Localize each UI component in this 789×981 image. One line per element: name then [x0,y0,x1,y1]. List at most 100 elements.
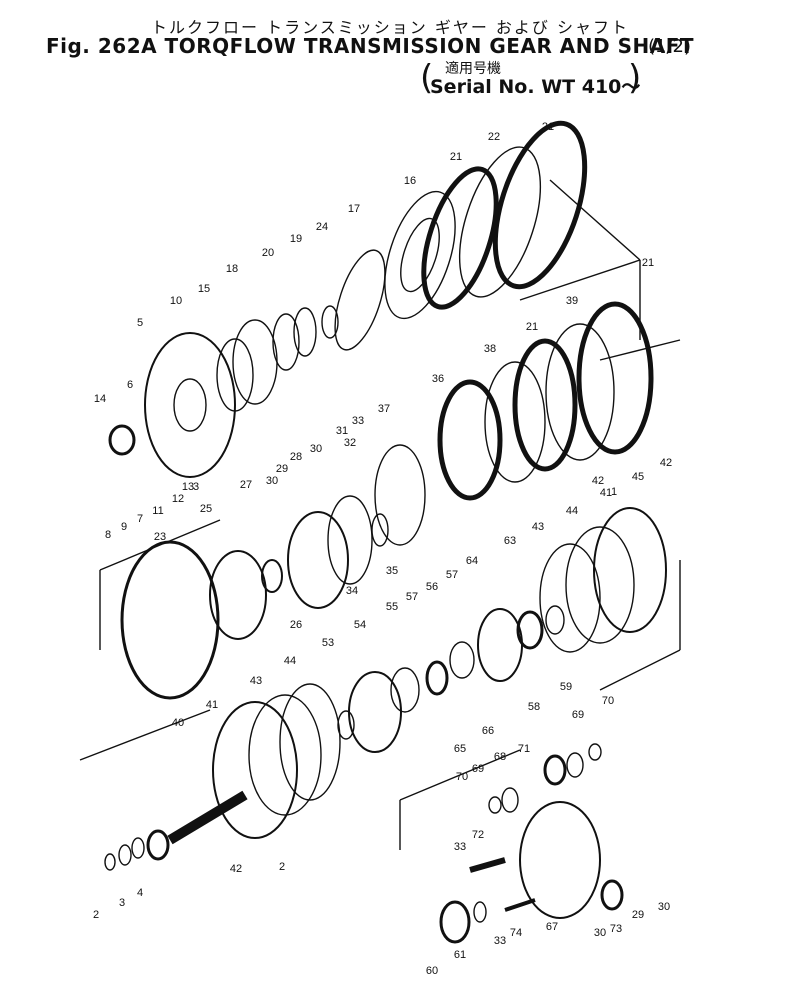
callout-1: 1 [611,486,617,498]
callout-60: 60 [426,965,438,977]
callout-43: 43 [250,675,262,687]
callout-71: 71 [518,743,530,755]
callout-39: 39 [566,295,578,307]
part-67-carrier [519,801,601,919]
callout-21-2: 21 [450,151,462,163]
callout-41-2: 41 [600,487,612,499]
serial-paren-left: ( [420,58,434,98]
part-72-pin [469,857,506,873]
part-24 [321,305,339,339]
callout-29: 29 [276,463,288,475]
serial-number: Serial No. WT 410～ [430,76,641,98]
part-22 [458,146,542,298]
callout-2-2: 2 [279,861,285,873]
part-64 [449,641,475,679]
part-20 [272,313,300,371]
part-14-seal [108,424,136,456]
callout-53: 53 [322,637,334,649]
callout-70: 70 [456,771,468,783]
part-36-gear [437,379,503,501]
callout-25: 25 [200,503,212,515]
callout-69: 69 [472,763,484,775]
callout-21: 21 [542,121,554,133]
part-21-lower [512,338,578,472]
callout-21-3: 21 [642,257,654,269]
part-53 [337,710,355,740]
callout-70-2: 70 [602,695,614,707]
callout-73: 73 [610,923,622,935]
part-63 [477,608,523,682]
part-1-shaft [167,790,248,845]
part-5-hub [173,378,207,432]
part-73 [600,879,624,911]
part-41-plate [212,701,298,839]
callout-30-4: 30 [594,927,606,939]
part-59 [545,605,565,635]
serial-paren-right: ) [628,58,642,98]
part-43-right [539,543,601,653]
part-17 [334,249,386,351]
callout-36: 36 [432,373,444,385]
part-41-right [593,507,667,633]
callout-11: 11 [152,505,163,517]
callout-40: 40 [172,717,184,729]
callout-35: 35 [386,565,398,577]
part-44 [279,683,341,801]
serial-label-japanese: 適用号機 [445,61,501,77]
figure-title: Fig. 262A TORQFLOW TRANSMISSION GEAR AND… [45,34,695,58]
part-69 [566,752,584,778]
callout-74: 74 [510,927,522,939]
callout-44-2: 44 [566,505,578,517]
part-55 [390,667,420,713]
part-3 [118,844,132,866]
callout-31: 31 [336,425,348,437]
callout-20: 20 [262,247,274,259]
part-35 [371,513,389,547]
callout-24: 24 [316,221,328,233]
callout-labels: 1223345678910111213141516171819202121212… [93,121,672,977]
part-43 [248,694,322,816]
callout-3: 3 [193,481,199,493]
part-shaft-bearing [146,829,170,861]
callout-64: 64 [466,555,478,567]
part-44-right [565,526,635,644]
callout-45: 45 [632,471,644,483]
part-60 [439,900,471,944]
callout-66: 66 [482,725,494,737]
part-71 [543,754,567,786]
sheet-fraction: (1/2) [648,36,692,57]
callout-57-2: 57 [446,569,458,581]
part-56 [425,660,449,696]
callout-33-2: 33 [454,841,466,853]
callout-43-2: 43 [532,521,544,533]
axis-line-39 [599,339,681,361]
part-70-lower [488,796,502,814]
callout-2: 2 [93,909,99,921]
part-shapes [79,120,681,944]
part-68 [501,787,519,813]
part-16-inner [400,217,440,293]
part-61 [473,901,487,923]
axis-line-lower [399,749,521,801]
callout-8: 8 [105,529,111,541]
callout-12: 12 [172,493,184,505]
part-39 [545,323,615,461]
callout-28: 28 [290,451,302,463]
part-70 [588,743,602,761]
callout-38: 38 [484,343,496,355]
callout-61: 61 [454,949,466,961]
callout-7: 7 [137,513,143,525]
callout-37: 37 [378,403,390,415]
callout-26: 26 [290,619,302,631]
axis-line-mid [519,259,641,301]
callout-63: 63 [504,535,516,547]
callout-58: 58 [528,701,540,713]
callout-13: 13 [182,481,194,493]
callout-65: 65 [454,743,466,755]
callout-17: 17 [348,203,360,215]
callout-21-4: 21 [526,321,538,333]
callout-14: 14 [94,393,106,405]
part-19 [293,307,317,357]
callout-33-3: 33 [494,935,506,947]
